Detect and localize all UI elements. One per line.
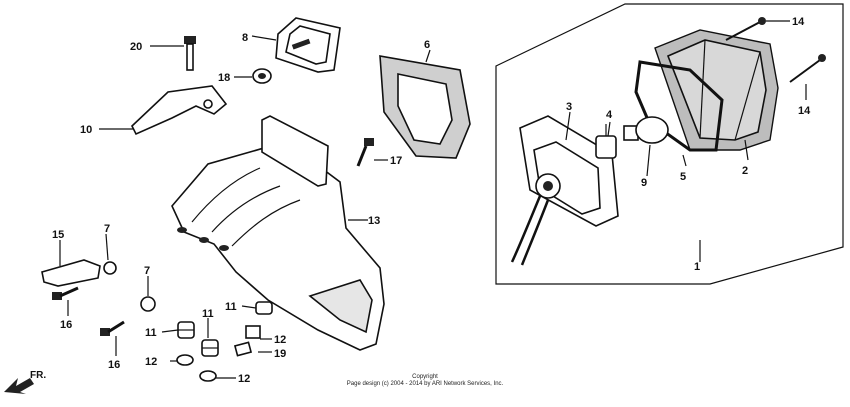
- washer-12-left: [176, 354, 194, 366]
- callout-11-left: 11: [145, 327, 157, 339]
- callout-12-lower: 12: [238, 373, 250, 385]
- screw-17: [356, 138, 374, 167]
- callout-18: 18: [218, 72, 230, 84]
- taillight-base: [510, 115, 619, 266]
- washer-12-right: [245, 325, 261, 339]
- bolt-16-lower: [100, 320, 125, 336]
- bracket: [131, 85, 228, 136]
- callout-15: 15: [52, 229, 64, 241]
- callout-6: 6: [424, 39, 430, 51]
- clip-19: [233, 341, 253, 357]
- license-light-gasket: [379, 55, 471, 159]
- callout-19: 19: [274, 348, 286, 360]
- bulb: [623, 116, 669, 144]
- front-direction-arrow: FR.: [4, 370, 46, 394]
- callout-14-lower: 14: [798, 105, 811, 117]
- copyright-text: Page design (c) 2004 - 2014 by ARI Netwo…: [347, 381, 504, 387]
- reflector-stay: [41, 259, 101, 287]
- taillight-assembly-outline: [495, 3, 844, 285]
- callout-4: 4: [606, 109, 613, 121]
- callout-1: 1: [694, 261, 700, 273]
- callout-11-right: 11: [225, 301, 237, 313]
- license-light-lens: [275, 17, 341, 73]
- callout-17: 17: [390, 155, 402, 167]
- lens-screw-lower: [789, 54, 826, 83]
- callout-20: 20: [130, 41, 142, 53]
- callout-2: 2: [742, 165, 748, 177]
- bolt-upper: [184, 36, 196, 71]
- lens-gasket: [634, 60, 724, 152]
- callout-16-lower: 16: [108, 359, 120, 371]
- copyright-title: Copyright: [412, 374, 438, 380]
- front-direction-label: FR.: [30, 370, 46, 381]
- callout-9: 9: [641, 177, 647, 189]
- callout-13: 13: [368, 215, 380, 227]
- callout-8: 8: [242, 32, 248, 44]
- callout-12-right: 12: [274, 334, 286, 346]
- callout-10: 10: [80, 124, 92, 136]
- callout-11-center: 11: [202, 308, 214, 320]
- callout-3: 3: [566, 101, 572, 113]
- lens-screw-upper: [725, 17, 766, 41]
- callout-12-left: 12: [145, 356, 157, 368]
- collar-7-left: [103, 261, 117, 275]
- washer-12-lower: [199, 370, 217, 382]
- bulb-socket: [595, 124, 617, 159]
- bolt-16-upper: [52, 286, 79, 300]
- grommet: [252, 68, 272, 84]
- callout-5: 5: [680, 171, 686, 183]
- callout-16-upper: 16: [60, 319, 72, 331]
- rear-fender: [171, 115, 385, 351]
- callout-14-upper: 14: [792, 16, 805, 28]
- nut-11-right: [255, 301, 273, 315]
- callout-7-center: 7: [144, 265, 150, 277]
- collar-7-center: [140, 296, 156, 312]
- nut-11-center: [201, 339, 219, 357]
- taillight-lens: [654, 29, 779, 151]
- nut-11-left: [177, 321, 195, 339]
- callout-7-left: 7: [104, 223, 110, 235]
